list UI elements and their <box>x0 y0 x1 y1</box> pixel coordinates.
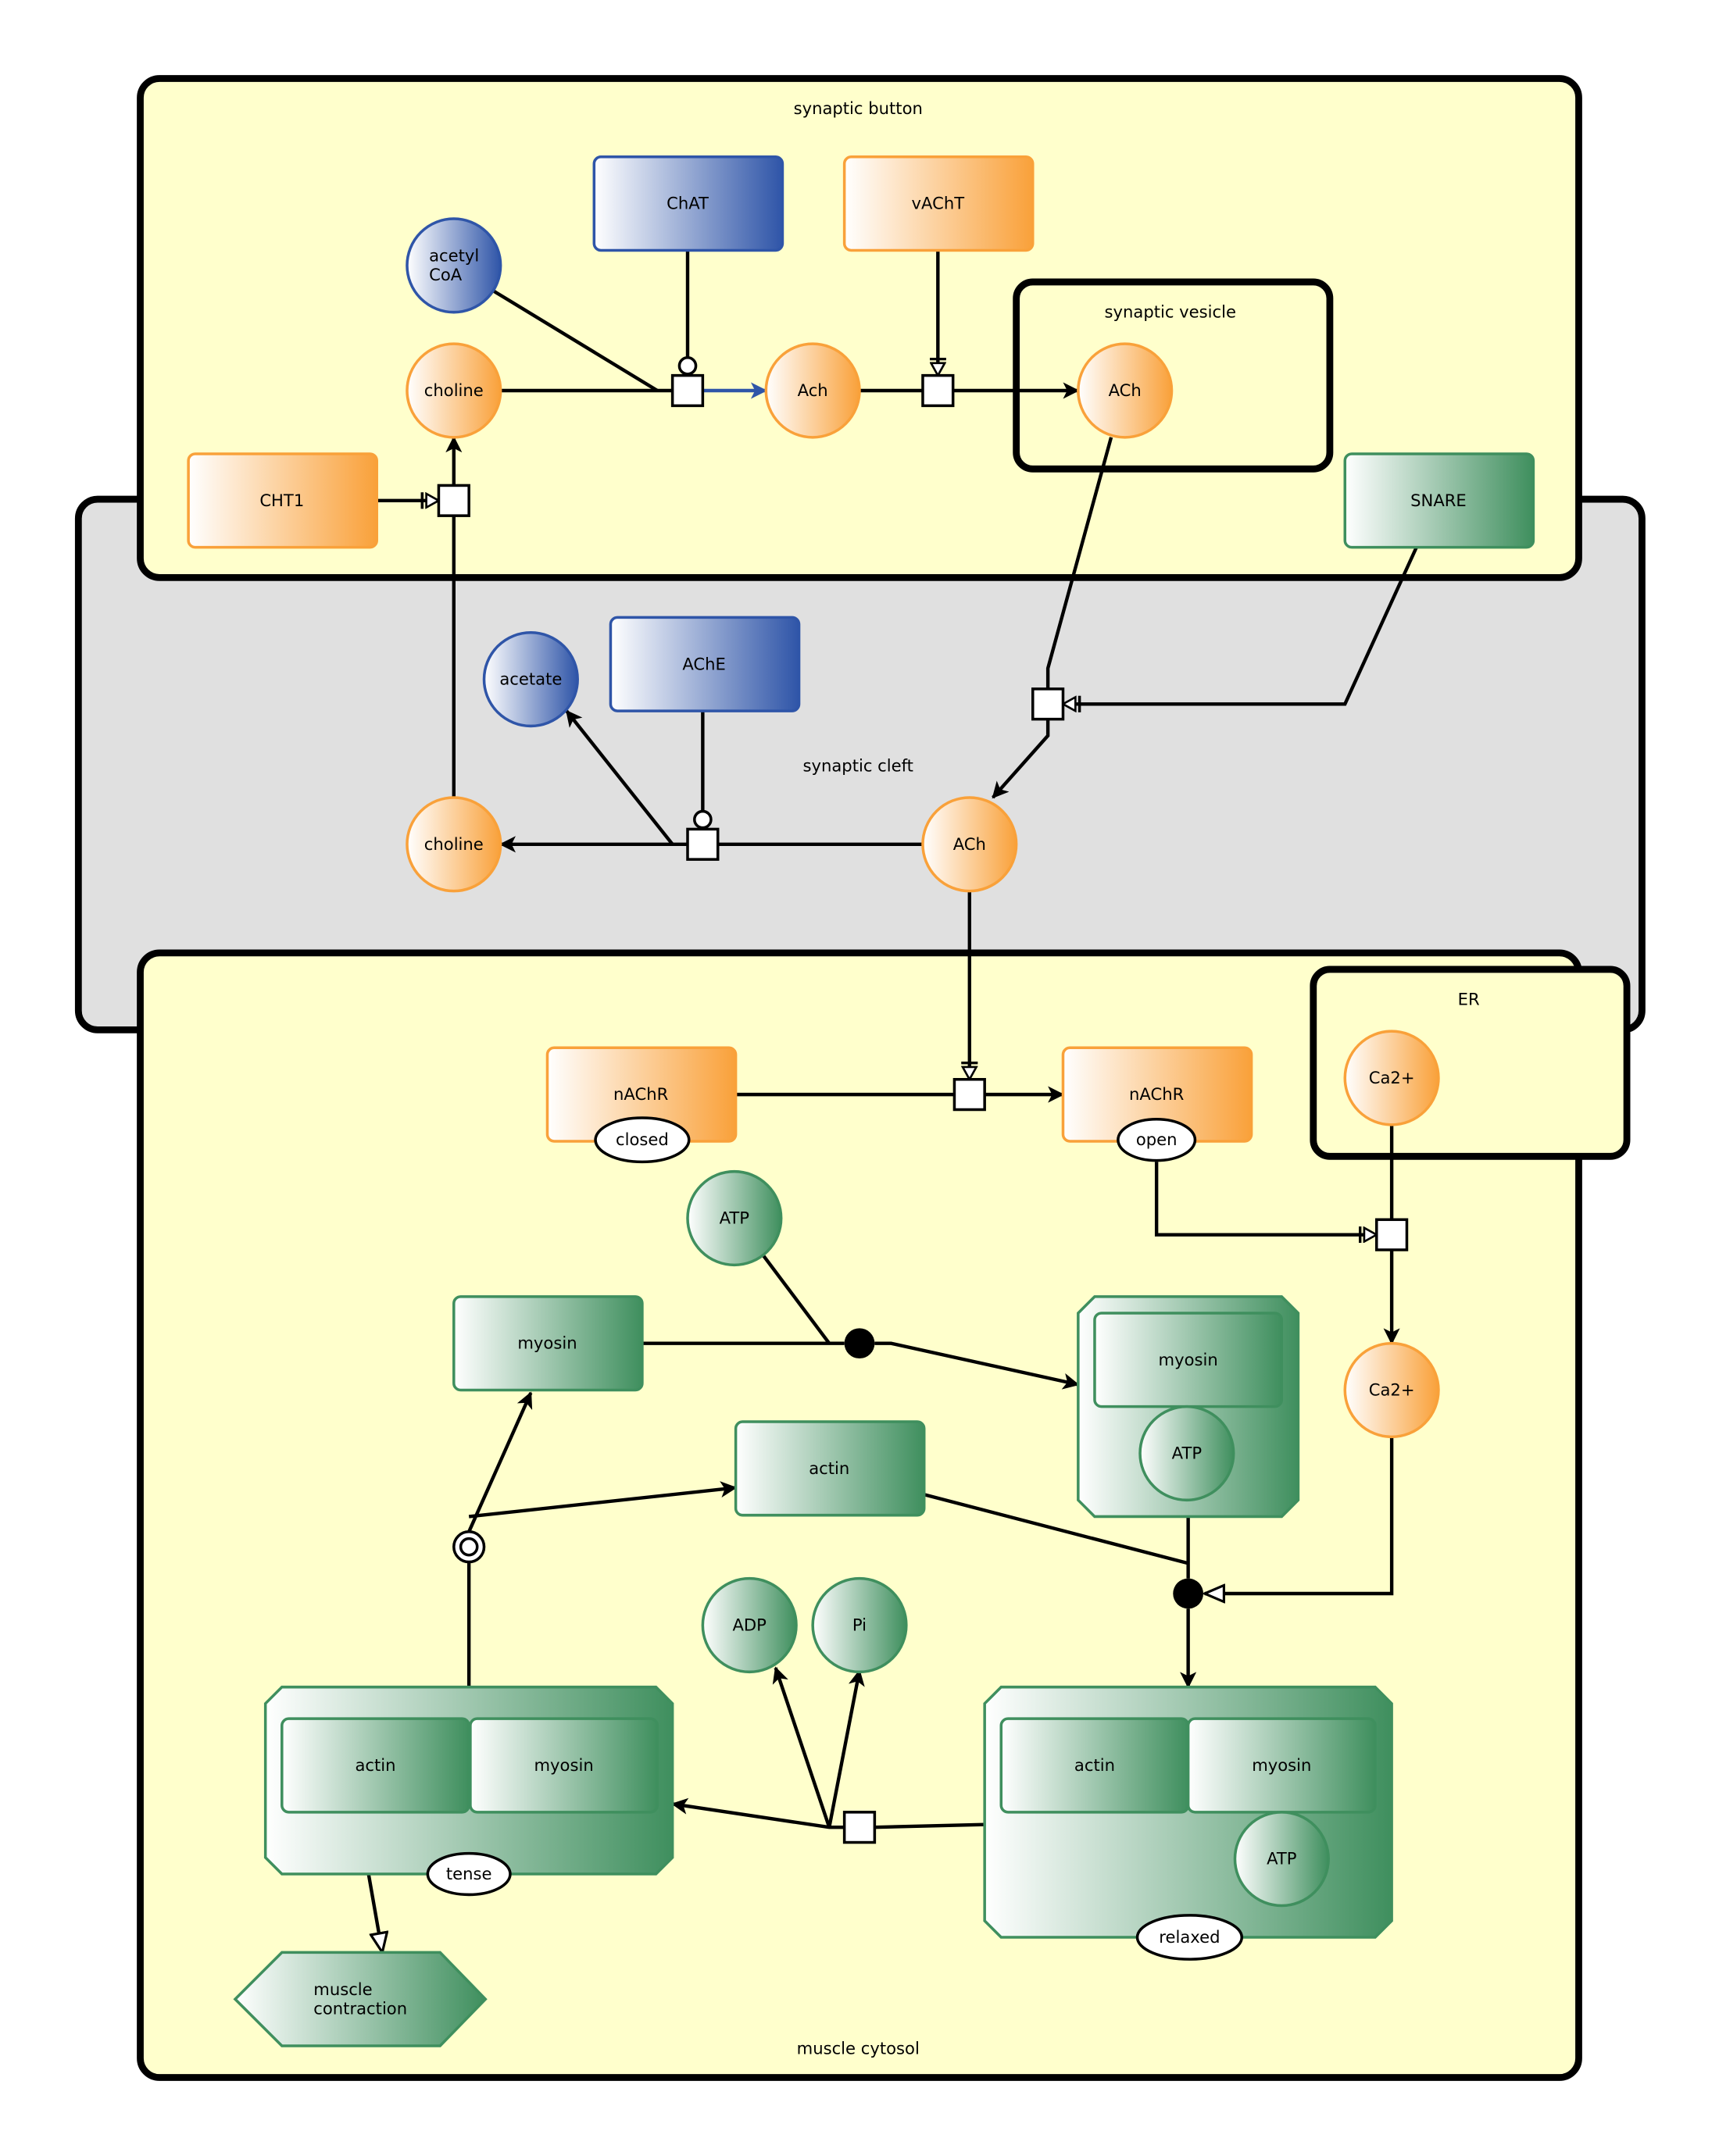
node-label: SNARE <box>1410 491 1467 510</box>
state-label: relaxed <box>1159 1927 1220 1947</box>
chat-node[interactable]: ChAT <box>592 155 784 252</box>
node-label: Ca2+ <box>1369 1068 1415 1087</box>
state-label: open <box>1136 1130 1178 1149</box>
node-label: Pi <box>852 1615 867 1635</box>
node-label: ChAT <box>667 194 709 213</box>
node-label: contraction <box>313 1999 407 2019</box>
node-label: AChE <box>682 654 726 673</box>
node-label: muscle <box>313 1979 372 1999</box>
state-badge <box>1135 1914 1244 1961</box>
process-nodes <box>437 373 1409 1844</box>
node-label: Ach <box>798 380 828 400</box>
node-label: vAChT <box>912 194 965 213</box>
acetate-node[interactable]: acetate <box>482 631 579 728</box>
state-badge <box>594 1116 691 1164</box>
node-label: myosin <box>517 1333 577 1353</box>
node-label: actin <box>809 1458 849 1478</box>
edges <box>366 250 1418 1952</box>
node-label: nAChR <box>1129 1084 1185 1104</box>
state-label: tense <box>446 1864 492 1883</box>
snare-node[interactable]: SNARE <box>1343 452 1535 549</box>
node-label: choline <box>424 380 484 400</box>
actin-node[interactable]: actin <box>734 1420 926 1517</box>
adp-node[interactable]: ADP <box>701 1576 798 1674</box>
ach-vesicle-node[interactable]: ACh <box>1077 342 1174 439</box>
node-label: myosin <box>534 1755 593 1775</box>
state-badge <box>426 1851 512 1897</box>
node-label: actin <box>355 1755 395 1775</box>
node-label: actin <box>1074 1755 1115 1775</box>
association-node <box>1173 1578 1203 1609</box>
node-label: ACh <box>1109 380 1142 400</box>
process-node <box>842 1811 877 1844</box>
node-label: ATP <box>1172 1444 1203 1463</box>
choline-cleft-node[interactable]: choline <box>406 796 502 893</box>
node-label: nAChR <box>613 1084 669 1104</box>
node-label: ATP <box>1267 1849 1297 1869</box>
choline-button-node[interactable]: choline <box>406 342 502 439</box>
ca-cytosol-node[interactable]: Ca2+ <box>1343 1341 1440 1439</box>
node-label: myosin <box>1252 1755 1311 1775</box>
association-node <box>844 1328 875 1359</box>
process-node <box>686 827 720 861</box>
vacht-node[interactable]: vAChT <box>842 155 1035 252</box>
cht1-node[interactable]: CHT1 <box>187 452 378 549</box>
state-badge <box>1117 1118 1197 1162</box>
compartment-synaptic-vesicle: synaptic vesicle <box>1013 278 1334 473</box>
node-label: acetate <box>499 669 562 689</box>
ach-button-node[interactable]: Ach <box>764 342 861 439</box>
myosin-atp-complex[interactable]: myosin ATP <box>1077 1295 1300 1519</box>
compartment-label: muscle cytosol <box>797 2039 920 2058</box>
process-node <box>1031 687 1065 721</box>
node-label: ATP <box>720 1208 750 1228</box>
dissociation-node <box>452 1530 486 1564</box>
node-label: Ca2+ <box>1369 1380 1415 1400</box>
node-label: myosin <box>1159 1350 1218 1369</box>
pi-node[interactable]: Pi <box>811 1576 908 1674</box>
process-node <box>921 373 955 408</box>
process-node <box>1375 1218 1409 1251</box>
process-node <box>437 484 470 517</box>
ache-node[interactable]: AChE <box>609 616 801 712</box>
process-node <box>670 373 705 408</box>
state-label: closed <box>616 1130 669 1149</box>
nachr-open-node[interactable]: nAChR open <box>1061 1046 1253 1162</box>
ach-cleft-node[interactable]: ACh <box>921 796 1018 893</box>
atp-node[interactable]: ATP <box>686 1169 783 1267</box>
compartment-label: synaptic cleft <box>803 756 913 776</box>
node-label: ADP <box>732 1615 767 1635</box>
compartment-label: ER <box>1458 990 1480 1009</box>
myosin-node[interactable]: myosin <box>452 1295 644 1392</box>
node-label: choline <box>424 834 484 854</box>
node-label: CoA <box>429 265 463 284</box>
catalysis-icon <box>693 809 713 830</box>
catalysis-icon <box>677 356 698 376</box>
process-node <box>952 1078 986 1112</box>
node-label: CHT1 <box>259 491 304 510</box>
node-label: ACh <box>953 834 986 854</box>
compartment-label: synaptic button <box>794 98 923 118</box>
actomyosin-relaxed-complex[interactable]: actin myosin ATP relaxed <box>983 1685 1393 1961</box>
nachr-closed-node[interactable]: nAChR closed <box>545 1046 738 1164</box>
ca-er-node[interactable]: Ca2+ <box>1343 1030 1440 1126</box>
compartment-label: synaptic vesicle <box>1105 302 1236 322</box>
node-label: acetyl <box>429 246 479 266</box>
actomyosin-tense-complex[interactable]: actin myosin tense <box>263 1685 674 1897</box>
